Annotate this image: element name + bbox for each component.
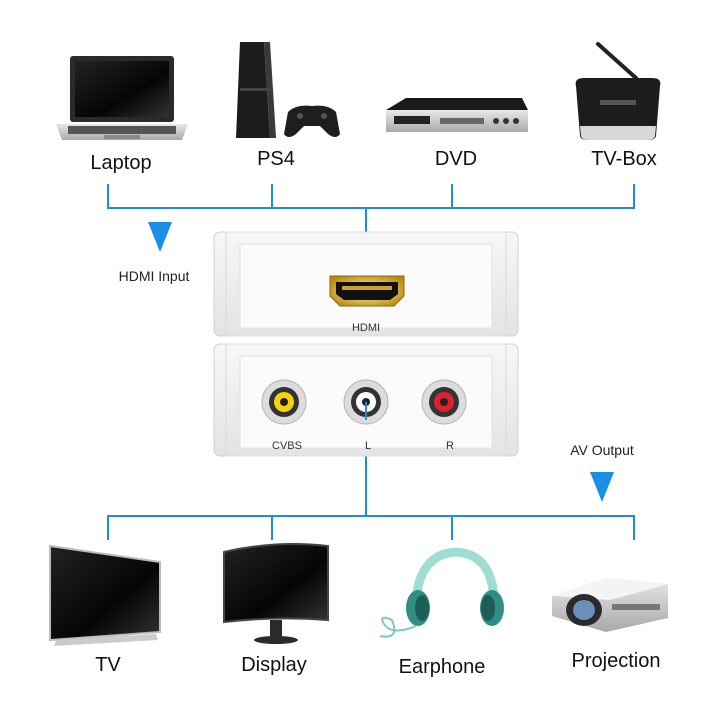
rca-port-r — [421, 379, 467, 425]
cvbs-port-label: CVBS — [272, 440, 302, 452]
rca-port-cvbs — [261, 379, 307, 425]
down-arrow-icon — [590, 472, 614, 502]
l-port-label: L — [364, 440, 372, 452]
monitor-icon — [223, 543, 329, 644]
input-label-dvd: DVD — [434, 148, 478, 170]
hdmi-port-label: HDMI — [351, 322, 381, 334]
hdmi-input-label: HDMI Input — [118, 268, 190, 284]
av-output-label: AV Output — [570, 442, 634, 458]
hdmi-port — [329, 275, 405, 307]
r-port-label: R — [446, 440, 454, 452]
laptop-icon — [56, 56, 188, 140]
output-label-earphone: Earphone — [398, 656, 486, 678]
tv-box-icon — [575, 42, 661, 140]
headphones-icon — [379, 547, 504, 638]
input-label-tv-box: TV-Box — [591, 148, 657, 170]
input-label-laptop: Laptop — [90, 152, 152, 174]
output-label-projection: Projection — [571, 650, 661, 672]
output-label-display: Display — [241, 654, 307, 676]
dvd-player-icon — [386, 98, 528, 132]
down-arrow-icon — [148, 222, 172, 252]
game-console-icon — [236, 42, 340, 138]
projector-icon — [552, 578, 668, 632]
tv-icon — [49, 544, 161, 646]
input-label-ps4: PS4 — [257, 148, 295, 170]
output-label-tv: TV — [95, 654, 121, 676]
